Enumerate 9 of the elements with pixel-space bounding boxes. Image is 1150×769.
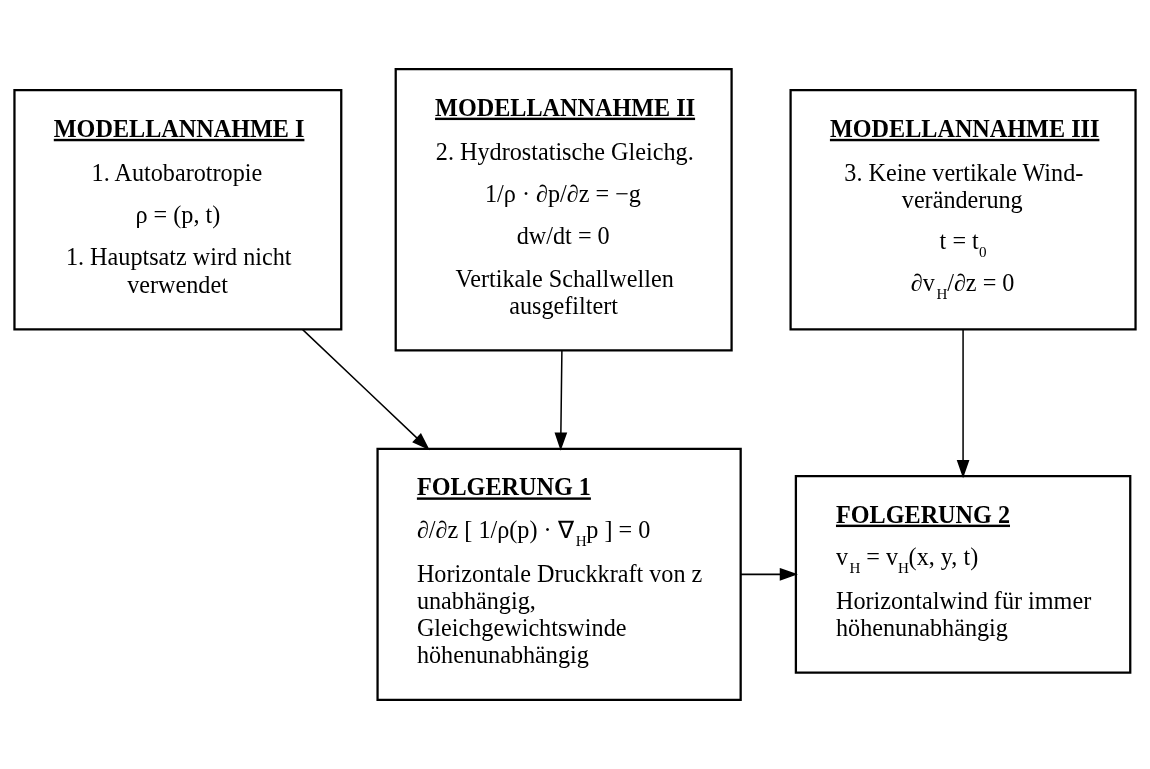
node-box: FOLGERUNG 2 v$_{H}$ = v$_{H}$(x, y, t) Horizontalwind für immer höhenunabhängig [794, 474, 1132, 674]
arrow [740, 568, 798, 581]
node-box: MODELLANNAHME II 2. Hydrostatische Gleichg. 1/ρ · ∂p/∂z = −g dw/dt = 0 Vertikale Schallwellen ausgefiltert [394, 67, 733, 352]
arrow [554, 349, 568, 451]
node-box: MODELLANNAHME III 3. Keine vertikale Wind-veränderung t = t$_{0}$ ∂v$_{H}$/∂z = 0 [789, 89, 1137, 331]
node-box: MODELLANNAHME I 1. Autobarotropie ρ = (p, t) 1. Hauptsatz wird nicht verwendet [13, 89, 343, 331]
node-box: FOLGERUNG 1 ∂/∂z [ 1/ρ(p) · ∇$_{H}$p ] = 0 Horizontale Druckkraft von z unabhängig, Gleichgewichtswinde höhenunabhängig [376, 447, 742, 702]
arrow [301, 328, 430, 451]
arrow [956, 328, 970, 479]
